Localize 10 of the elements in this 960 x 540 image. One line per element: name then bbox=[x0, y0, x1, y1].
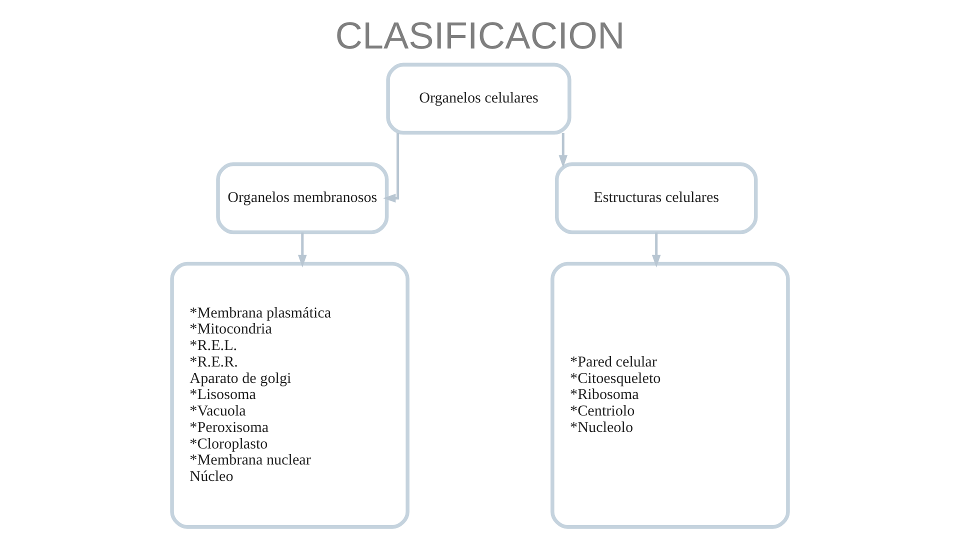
arrow bbox=[558, 132, 568, 168]
arrow bbox=[298, 232, 307, 268]
diagram-title: CLASIFICACION bbox=[335, 15, 625, 58]
node-box: *Membrana plasmática *Mitocondria *R.E.L. *R.E.R. Aparato de golgi *Lisosoma *Vacuola *Peroxisoma *Cloroplasto *Membrana nuclear Núcleo bbox=[170, 262, 410, 529]
node-box: Organelos membranosos bbox=[216, 162, 389, 234]
node-box: Estructuras celulares bbox=[554, 162, 758, 234]
node-box: *Pared celular *Citoesqueleto *Ribosoma *Centriolo *Nucleolo bbox=[550, 262, 790, 529]
arrow bbox=[383, 132, 400, 203]
arrow bbox=[652, 232, 661, 268]
node-box: Organelos celulares bbox=[386, 62, 572, 135]
